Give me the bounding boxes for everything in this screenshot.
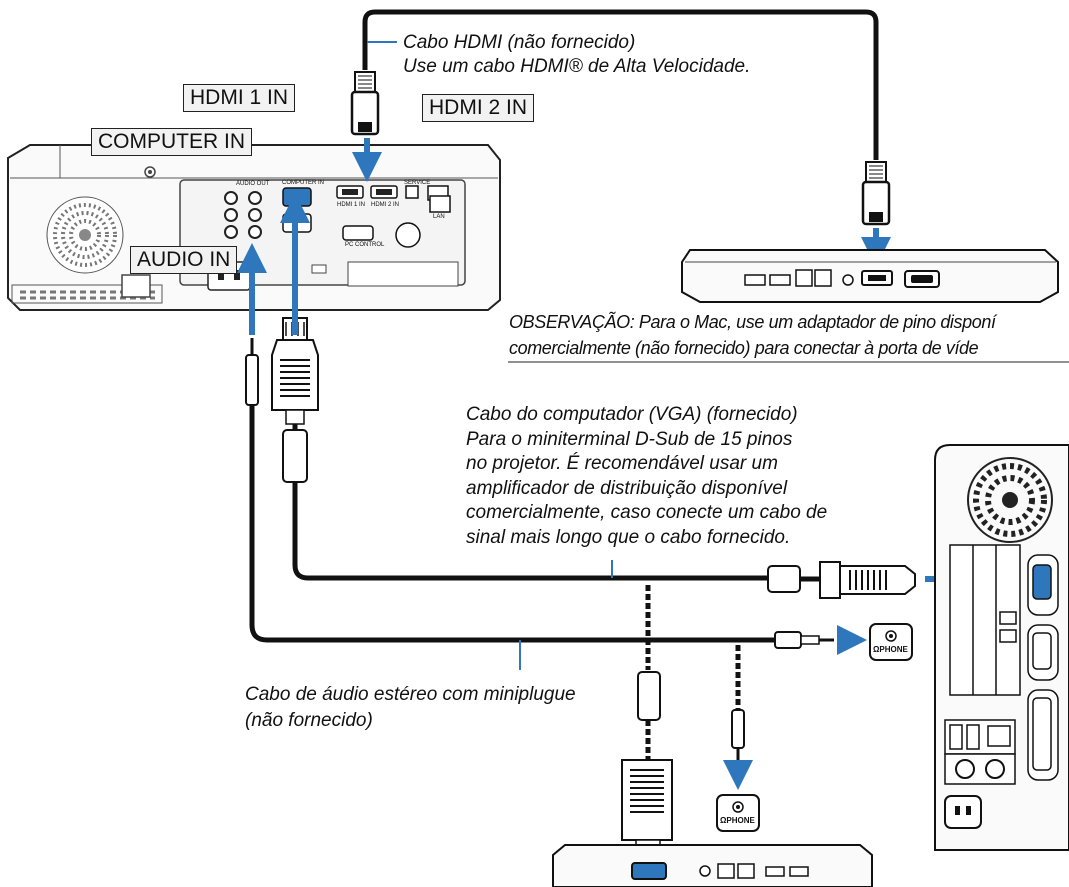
phone-jack-desktop — [869, 623, 913, 661]
hdmi2-port-label: HDMI 2 IN — [422, 94, 535, 122]
headphone-icon: Ω — [720, 816, 727, 825]
hdmi-cable — [350, 9, 891, 267]
vga-caption-line: Cabo do computador (VGA) (fornecido) — [466, 404, 798, 425]
audio-cable — [245, 338, 834, 670]
panel-hdmi1: HDMI 1 IN — [337, 202, 366, 208]
laptop-hdmi — [681, 249, 1059, 303]
vga-caption-line: no projetor. É recomendável usar um — [466, 453, 778, 474]
mac-note-line2: comercialmente (não fornecido) para cone… — [509, 338, 979, 358]
vga-cable — [271, 317, 916, 599]
phone-label-desktop: ΩPHONE — [873, 645, 908, 654]
vga-caption-line: sinal mais longo que o cabo fornecido. — [466, 526, 791, 548]
laptop-vga — [552, 844, 873, 887]
phone-jack-laptop — [716, 794, 760, 832]
desktop-computer — [934, 444, 1069, 851]
computer-in-port-label: COMPUTER IN — [91, 128, 252, 156]
speaker-grille — [46, 196, 124, 274]
audio-cable-optional — [723, 645, 753, 790]
audio-cable-caption-line2: (não fornecido) — [245, 710, 373, 731]
phone-label-laptop: ΩPHONE — [720, 816, 755, 825]
panel-service: SERVICE — [404, 180, 431, 186]
hdmi-cable-caption-line2: Use um cabo HDMI® de Alta Velocidade. — [403, 56, 751, 77]
panel-pc-control: PC CONTROL — [345, 242, 385, 248]
mac-note-line1: OBSERVAÇÃO: Para o Mac, use um adaptador… — [509, 312, 996, 332]
vga-cable-optional — [621, 585, 673, 880]
vga-caption-line: amplificador de distribuição disponível — [466, 477, 788, 499]
phone-label-text: PHONE — [726, 816, 755, 825]
panel-computer-in: COMPUTER IN — [282, 180, 324, 186]
audio-cable-caption-line1: Cabo de áudio estéreo com miniplugue — [245, 684, 576, 705]
phone-label-text: PHONE — [879, 645, 908, 654]
panel-audio-out: AUDIO OUT — [236, 181, 270, 187]
audio-in-port-label: AUDIO IN — [130, 246, 238, 274]
panel-lan: LAN — [433, 214, 445, 220]
vga-caption-line: comercialmente, caso conecte um cabo de — [466, 502, 828, 523]
hdmi1-port-label: HDMI 1 IN — [183, 84, 296, 112]
headphone-icon: Ω — [873, 645, 880, 654]
vga-cable-caption: Cabo do computador (VGA) (fornecido) Par… — [466, 403, 827, 550]
hdmi-cable-caption-line1: Cabo HDMI (não fornecido) — [403, 32, 636, 53]
panel-hdmi2: HDMI 2 IN — [371, 202, 400, 208]
vga-caption-line: Para o miniterminal D-Sub de 15 pinos — [466, 428, 793, 450]
